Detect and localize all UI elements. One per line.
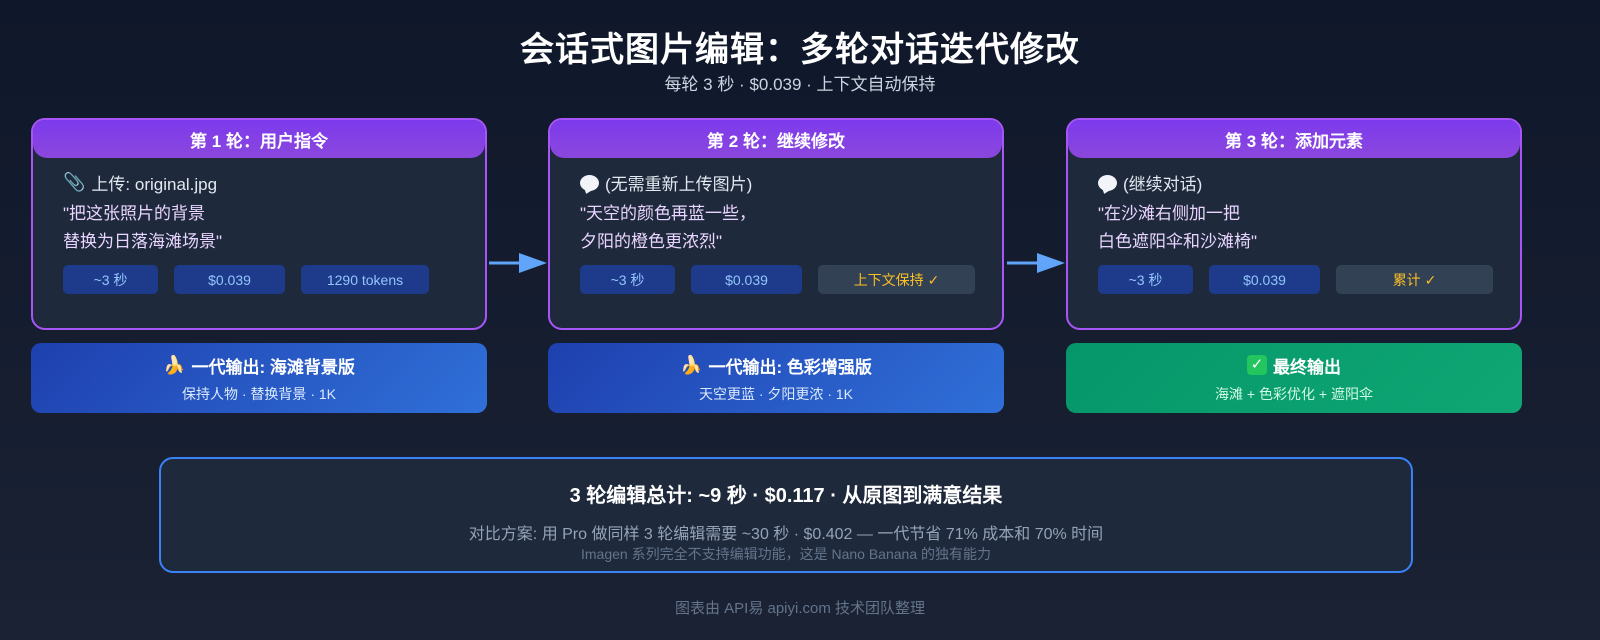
final-output: ✓ 最终输出 海滩 + 色彩优化 + 遮阳伞 [1066, 343, 1522, 413]
round-1-output-title: 一代输出: 海滩背景版 [191, 357, 355, 377]
page-subtitle: 每轮 3 秒 · $0.039 · 上下文自动保持 [664, 75, 936, 94]
time-chip: ~3 秒 [580, 265, 675, 294]
summary-title: 3 轮编辑总计: ~9 秒 · $0.117 · 从原图到满意结果 [569, 485, 1003, 507]
round-1-output-sub: 保持人物 · 替换背景 · 1K [181, 385, 336, 402]
cost-chip: $0.039 [1209, 265, 1320, 294]
round-3-chips: ~3 秒 $0.039 累计 ✓ [1098, 265, 1493, 294]
final-output-title-row: ✓ 最终输出 [1247, 353, 1341, 378]
summary-note: Imagen 系列完全不支持编辑功能，这是 Nano Banana 的独有能力 [581, 546, 991, 562]
round-3-header: 第 3 轮：添加元素 [1068, 120, 1520, 158]
round-2-header: 第 2 轮：继续修改 [550, 120, 1002, 158]
round-2-chips: ~3 秒 $0.039 上下文保持 ✓ [580, 265, 975, 294]
round-1-output-title-row: 🍌 一代输出: 海滩背景版 [163, 353, 355, 378]
summary-comparison: 对比方案: 用 Pro 做同样 3 轮编辑需要 ~30 秒 · $0.402 —… [468, 526, 1104, 543]
round-1-upload-line: 📎 上传: original.jpg [63, 170, 217, 195]
arrow-right-icon [489, 253, 547, 273]
round-2-output-title-row: 🍌 一代输出: 色彩增强版 [680, 353, 872, 378]
round-2-context-line: (无需重新上传图片) [580, 170, 752, 195]
round-1-output: 🍌 一代输出: 海滩背景版 保持人物 · 替换背景 · 1K [31, 343, 487, 413]
round-2-output-title: 一代输出: 色彩增强版 [708, 357, 872, 377]
cost-chip: $0.039 [691, 265, 802, 294]
round-1-prompt: "把这张照片的背景 替换为日落海滩场景" [63, 204, 223, 251]
context-kept-chip: 上下文保持 ✓ [818, 265, 975, 294]
paperclip-icon: 📎 [63, 172, 86, 192]
final-output-sub: 海滩 + 色彩优化 + 遮阳伞 [1215, 385, 1373, 402]
speech-bubble-icon [580, 174, 599, 191]
round-3-context-text: (继续对话) [1123, 175, 1203, 194]
round-2-context-text: (无需重新上传图片) [605, 175, 753, 194]
banana-icon: 🍌 [680, 354, 703, 376]
time-chip: ~3 秒 [1098, 265, 1193, 294]
time-chip: ~3 秒 [63, 265, 158, 294]
speech-bubble-icon [1098, 174, 1117, 191]
banana-icon: 🍌 [163, 354, 186, 376]
round-2-card: 第 2 轮：继续修改 (无需重新上传图片) "天空的颜色再蓝一些， 夕阳的橙色更… [548, 118, 1004, 330]
footer-credit: 图表由 API易 apiyi.com 技术团队整理 [674, 600, 926, 617]
round-1-chips: ~3 秒 $0.039 1290 tokens [63, 265, 429, 294]
round-2-output: 🍌 一代输出: 色彩增强版 天空更蓝 · 夕阳更浓 · 1K [548, 343, 1004, 413]
arrow-right-icon [1007, 253, 1065, 273]
round-3-context-line: (继续对话) [1098, 170, 1202, 195]
tokens-chip: 1290 tokens [301, 265, 429, 294]
round-2-prompt: "天空的颜色再蓝一些， 夕阳的橙色更浓烈" [580, 204, 757, 251]
round-3-card: 第 3 轮：添加元素 (继续对话) "在沙滩右侧加一把 白色遮阳伞和沙滩椅" ~… [1066, 118, 1522, 330]
check-icon: ✓ [1247, 355, 1267, 375]
cumulative-chip: 累计 ✓ [1336, 265, 1493, 294]
round-1-card: 第 1 轮：用户指令 📎 上传: original.jpg "把这张照片的背景 … [31, 118, 487, 330]
round-1-upload-text: 上传: original.jpg [91, 175, 218, 194]
page-title: 会话式图片编辑：多轮对话迭代修改 [520, 31, 1080, 69]
round-3-prompt: "在沙滩右侧加一把 白色遮阳伞和沙滩椅" [1098, 204, 1258, 251]
cost-chip: $0.039 [174, 265, 285, 294]
round-2-output-sub: 天空更蓝 · 夕阳更浓 · 1K [698, 385, 853, 402]
round-1-header: 第 1 轮：用户指令 [33, 120, 485, 158]
final-output-title: 最终输出 [1273, 357, 1341, 377]
summary-box: 3 轮编辑总计: ~9 秒 · $0.117 · 从原图到满意结果 对比方案: … [159, 457, 1413, 573]
